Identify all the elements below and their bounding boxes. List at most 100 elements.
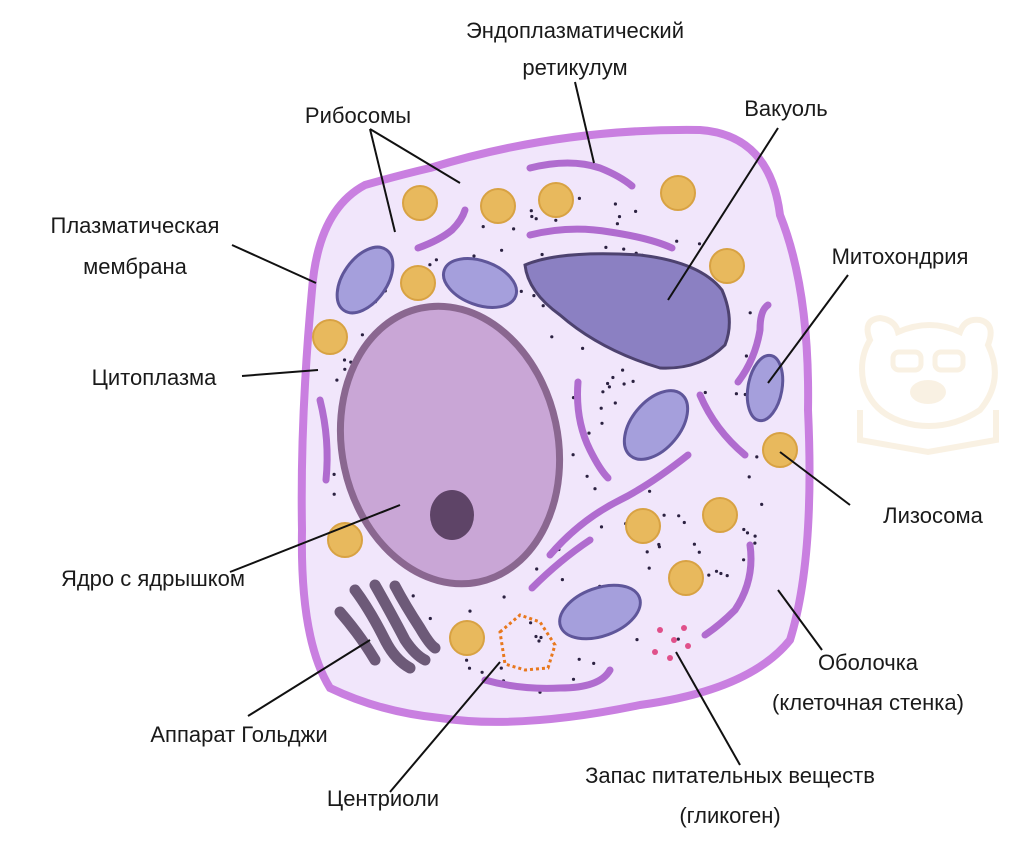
ribosome-dot xyxy=(519,289,523,293)
ribosome-dot xyxy=(481,225,485,229)
ribosome-dot xyxy=(411,594,415,598)
ribosome-dot xyxy=(734,392,739,396)
ribosome-dot xyxy=(617,215,622,219)
ribosome-dot xyxy=(465,658,469,662)
ribosome-dot xyxy=(577,657,581,661)
ribosome-dot xyxy=(428,616,432,621)
label-wall-line1: Оболочка xyxy=(818,650,919,675)
ribosome-dot xyxy=(480,670,484,674)
ribosome-dot xyxy=(601,390,605,394)
ribosome-dot xyxy=(622,247,626,251)
label-cytoplasm: Цитоплазма xyxy=(92,365,218,390)
ribosome-dot xyxy=(714,569,719,573)
ribosome-dot xyxy=(468,609,472,613)
mitochondria xyxy=(335,245,785,641)
ribosome-dot xyxy=(434,258,438,262)
ribosome-dot xyxy=(645,550,649,554)
ribosome-dot xyxy=(537,639,541,643)
ribosome-dot xyxy=(613,401,617,405)
ribosome-dot xyxy=(648,489,652,493)
ribosome-dot xyxy=(607,385,612,389)
ribosome-dot xyxy=(615,222,620,226)
ribosome-dot xyxy=(657,542,661,547)
ribosome-dot xyxy=(581,346,585,350)
ribosome-dot xyxy=(592,661,596,666)
golgi-apparatus xyxy=(334,579,441,674)
ribosome-dot xyxy=(697,550,701,554)
ribosome-dot xyxy=(725,574,729,578)
ribosome-dot xyxy=(428,263,432,267)
label-er-line1: Эндоплазматический xyxy=(466,18,684,43)
ribosome-dot xyxy=(587,431,591,435)
ribosome-dot xyxy=(703,390,707,395)
ribosome-dot xyxy=(692,542,697,546)
ribosome-dot xyxy=(677,514,681,518)
label-plasma-line2: мембрана xyxy=(83,254,187,279)
ribosome-dot xyxy=(621,368,625,372)
ribosome-dot xyxy=(719,571,723,576)
ribosome-dot xyxy=(635,638,639,642)
ribosome-dot xyxy=(747,475,751,479)
ribosome-dot xyxy=(742,527,746,532)
label-glycogen-line1: Запас питательных веществ xyxy=(585,763,875,788)
ribosome-dot xyxy=(662,513,666,517)
label-nucleus: Ядро с ядрышком xyxy=(61,566,245,591)
ribosome-dot xyxy=(534,634,538,639)
label-wall-line2: (клеточная стенка) xyxy=(772,690,964,715)
ribosome-dot xyxy=(502,595,506,599)
leader-lines xyxy=(229,81,851,793)
ribosome-dot xyxy=(343,367,347,371)
ribosome-dot xyxy=(532,294,536,298)
lysosomes xyxy=(312,175,798,656)
ribosome-dot xyxy=(753,541,757,545)
bear-watermark-logo xyxy=(857,314,999,456)
ribosome-dot xyxy=(748,311,752,315)
ribosome-dot xyxy=(560,578,565,582)
ribosome-dot xyxy=(604,245,608,249)
ribosome-dot xyxy=(539,635,543,640)
ribosome-dot xyxy=(599,525,604,529)
endoplasmic-reticulum xyxy=(316,159,772,692)
ribosome-dot xyxy=(332,492,336,496)
ribosome-dot xyxy=(360,333,364,337)
ribosome-dot xyxy=(530,214,534,219)
ribosome-dot xyxy=(599,406,603,410)
ribosome-dot xyxy=(631,379,635,383)
ribosome-dot xyxy=(529,621,533,625)
ribosome-dot xyxy=(571,453,575,457)
ribosome-dot xyxy=(534,217,538,221)
ribosome-dot xyxy=(577,196,582,200)
ribosome-dot xyxy=(332,472,336,476)
ribosome-dot xyxy=(500,248,504,252)
ribosome-dot xyxy=(499,666,503,670)
ribosome-dot xyxy=(613,202,618,206)
centrioles xyxy=(498,613,557,672)
label-golgi: Аппарат Гольджи xyxy=(150,722,327,747)
ribosome-dot xyxy=(467,666,472,670)
ribosome-dot xyxy=(571,677,576,681)
ribosome-dot xyxy=(675,239,679,243)
ribosome-dot xyxy=(606,381,610,386)
label-vacuole: Вакуоль xyxy=(744,96,828,121)
ribosome-dot xyxy=(600,421,604,425)
label-centrioles: Центриоли xyxy=(327,786,439,811)
nucleolus xyxy=(430,490,474,540)
ribosome-dot xyxy=(472,254,476,258)
label-plasma-line1: Плазматическая xyxy=(51,213,220,238)
ribosome-dot xyxy=(753,534,757,538)
label-mitochondria: Митохондрия xyxy=(832,244,969,269)
label-ribosomes: Рибосомы xyxy=(305,103,411,128)
label-glycogen-line2: (гликоген) xyxy=(679,803,780,828)
ribosome-dot xyxy=(682,520,686,525)
ribosome-dot xyxy=(529,209,533,213)
ribosome-dot xyxy=(634,209,638,213)
ribosome-dot xyxy=(742,558,746,562)
glycogen-granules xyxy=(652,625,691,661)
ribosome-dot xyxy=(540,252,544,257)
ribosome-dot xyxy=(554,218,558,222)
ribosome-dot xyxy=(335,378,339,382)
ribosome-dot xyxy=(550,335,554,339)
label-lysosome: Лизосома xyxy=(883,503,983,528)
ribosome-dot xyxy=(535,567,539,571)
ribosome-dot xyxy=(707,573,711,577)
